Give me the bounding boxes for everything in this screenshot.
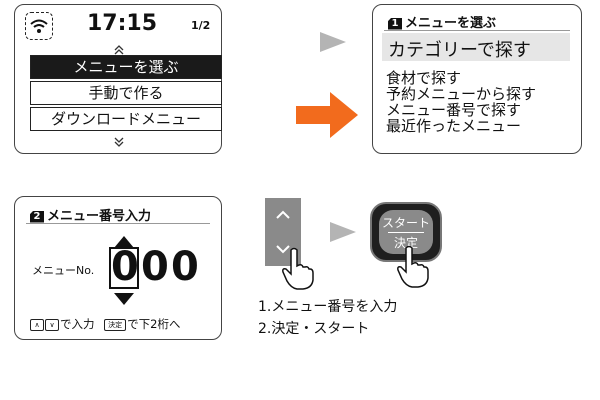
- ingredient-search-item[interactable]: 食材で探す: [386, 69, 462, 87]
- start-label: スタート: [381, 216, 430, 230]
- select-menu-screen: [372, 4, 582, 154]
- menu-number-digit-3: 0: [171, 244, 199, 290]
- press-hand-icon: [281, 246, 315, 294]
- arrow-right-icon: [330, 222, 356, 246]
- highlight-arrow-icon: [296, 92, 358, 142]
- menu-item-manual[interactable]: 手動で作る: [30, 81, 222, 105]
- menu-number-screen: [14, 196, 222, 340]
- hint-text-next: で下2桁へ: [127, 317, 181, 331]
- input-hint: ∧∨で入力 決定で下2桁へ: [30, 316, 180, 332]
- confirm-key-icon: 決定: [104, 318, 127, 331]
- instruction-step-2: 2.決定・スタート: [258, 321, 370, 337]
- menu-item-select-menu[interactable]: メニューを選ぶ: [30, 55, 222, 79]
- title-divider: [26, 223, 210, 224]
- active-digit-box[interactable]: [109, 247, 139, 289]
- menu-item-label: ダウンロードメニュー: [50, 110, 201, 128]
- confirm-label: 決定: [393, 236, 418, 250]
- down-key-icon: ∨: [45, 318, 59, 331]
- up-key-icon: ∧: [30, 318, 44, 331]
- chevron-down-icon: [276, 245, 290, 254]
- digit-down-icon: [114, 290, 134, 309]
- chevron-up-icon: [276, 210, 290, 219]
- screen-title-text: メニュー番号入力: [47, 209, 152, 224]
- menu-number-digit-2: 0: [141, 244, 169, 290]
- recent-menu-item[interactable]: 最近作ったメニュー: [386, 117, 522, 135]
- reserved-menu-search-item[interactable]: 予約メニューから探す: [386, 85, 537, 103]
- screen-number-badge: 1: [388, 17, 402, 30]
- screen-number-badge: 2: [30, 210, 44, 223]
- category-search-item[interactable]: カテゴリーで探す: [388, 40, 531, 61]
- page-indicator: 1/2: [191, 19, 211, 32]
- title-divider: [384, 30, 570, 31]
- wifi-icon: [25, 12, 53, 40]
- menu-screen: 17:15 1/2 メニューを選ぶ 手動で作る ダウンロードメニュー: [14, 4, 222, 154]
- clock-time: 17:15: [87, 11, 158, 36]
- start-divider: [388, 232, 424, 233]
- menu-item-label: 手動で作る: [88, 84, 164, 102]
- menu-number-digit-1[interactable]: 0: [111, 244, 139, 290]
- hint-text-input: で入力: [60, 317, 95, 331]
- arrow-right-icon: [320, 32, 346, 56]
- menu-number-label: メニューNo.: [32, 264, 95, 277]
- chevron-double-down-icon: [113, 133, 125, 147]
- menu-item-download[interactable]: ダウンロードメニュー: [30, 107, 222, 131]
- chevron-double-up-icon: [113, 41, 125, 55]
- menu-number-search-item[interactable]: メニュー番号で探す: [386, 101, 522, 119]
- press-hand-icon: [396, 244, 430, 292]
- screen-title-text: メニューを選ぶ: [405, 16, 497, 31]
- menu-item-label: メニューを選ぶ: [73, 58, 179, 76]
- digit-up-icon: [114, 233, 134, 252]
- selected-row-highlight: [382, 33, 570, 61]
- instruction-step-1: 1.メニュー番号を入力: [258, 299, 398, 315]
